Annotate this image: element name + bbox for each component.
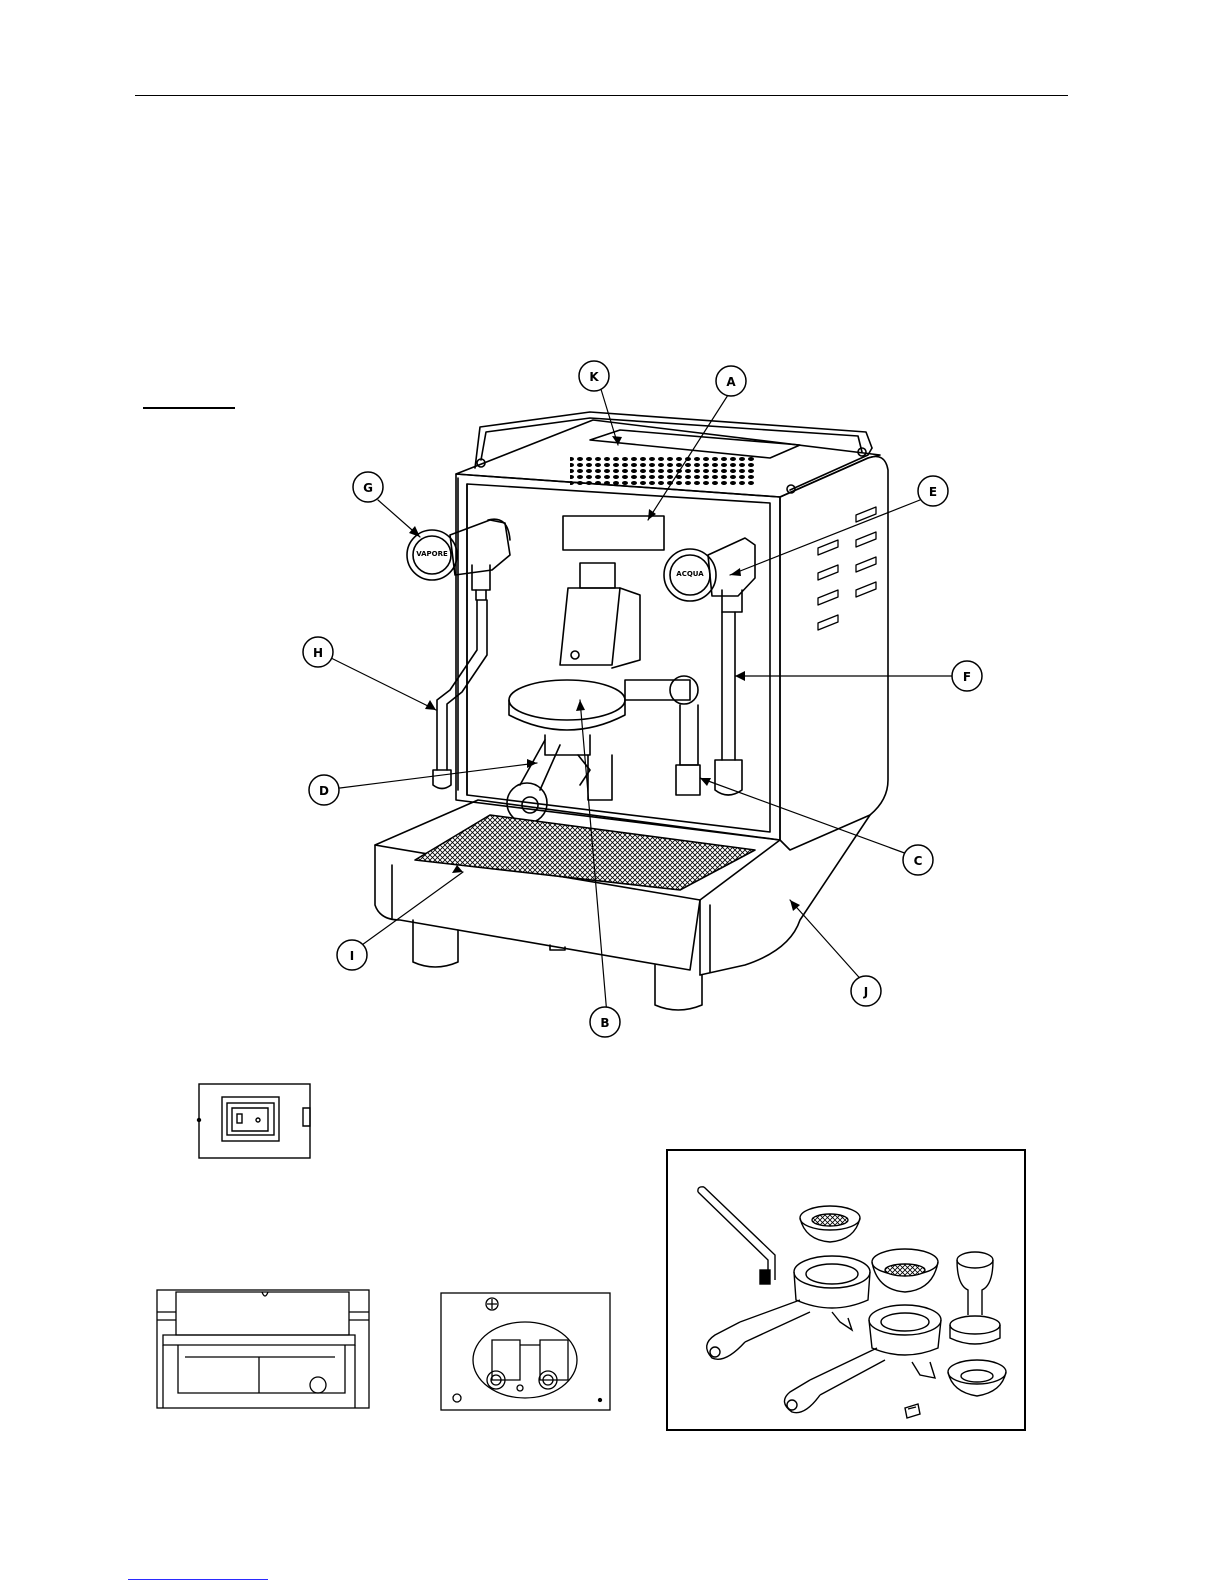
svg-text:G: G	[363, 481, 373, 495]
callout-f: F	[952, 661, 982, 691]
callout-i: I	[337, 940, 367, 970]
portafilter	[507, 740, 590, 823]
svg-text:F: F	[963, 670, 971, 684]
callout-g: G	[353, 472, 383, 502]
spout-fitting	[905, 1404, 920, 1418]
water-knob-label: ACQUA	[676, 570, 704, 578]
svg-text:E: E	[929, 485, 937, 499]
callout-a: A	[716, 366, 746, 396]
callout-e: E	[918, 476, 948, 506]
display-panel	[563, 516, 664, 550]
filter-basket-double	[872, 1249, 938, 1292]
portafilter-single	[707, 1256, 870, 1359]
svg-text:A: A	[726, 375, 736, 389]
portafilter-double	[784, 1305, 941, 1413]
side-vents	[818, 507, 876, 630]
accessories-inset	[667, 1150, 1025, 1430]
cleaning-brush	[698, 1187, 775, 1284]
callout-b: B	[590, 1007, 620, 1037]
water-knob: ACQUA	[664, 538, 755, 612]
connection-inset	[441, 1293, 610, 1410]
svg-text:B: B	[600, 1016, 609, 1030]
callout-k: K	[579, 361, 609, 391]
callout-h: H	[303, 637, 333, 667]
callout-c: C	[903, 845, 933, 875]
steam-wand	[433, 600, 487, 789]
svg-text:J: J	[863, 985, 868, 999]
svg-text:K: K	[589, 370, 599, 384]
drip-tray	[375, 800, 870, 975]
callout-j: J	[851, 976, 881, 1006]
svg-text:H: H	[313, 646, 323, 660]
tamper	[950, 1252, 1000, 1344]
filter-basket-small	[800, 1206, 860, 1242]
hot-water-wand	[715, 612, 742, 795]
steam-knob-label: VAPORE	[416, 550, 448, 558]
svg-text:D: D	[319, 784, 329, 798]
svg-text:I: I	[350, 949, 354, 963]
callout-d: D	[309, 775, 339, 805]
blind-filter	[948, 1360, 1006, 1396]
water-tank-inset	[157, 1290, 369, 1408]
water-outlet	[625, 676, 700, 795]
svg-text:C: C	[914, 854, 923, 868]
power-switch-inset	[198, 1084, 311, 1158]
